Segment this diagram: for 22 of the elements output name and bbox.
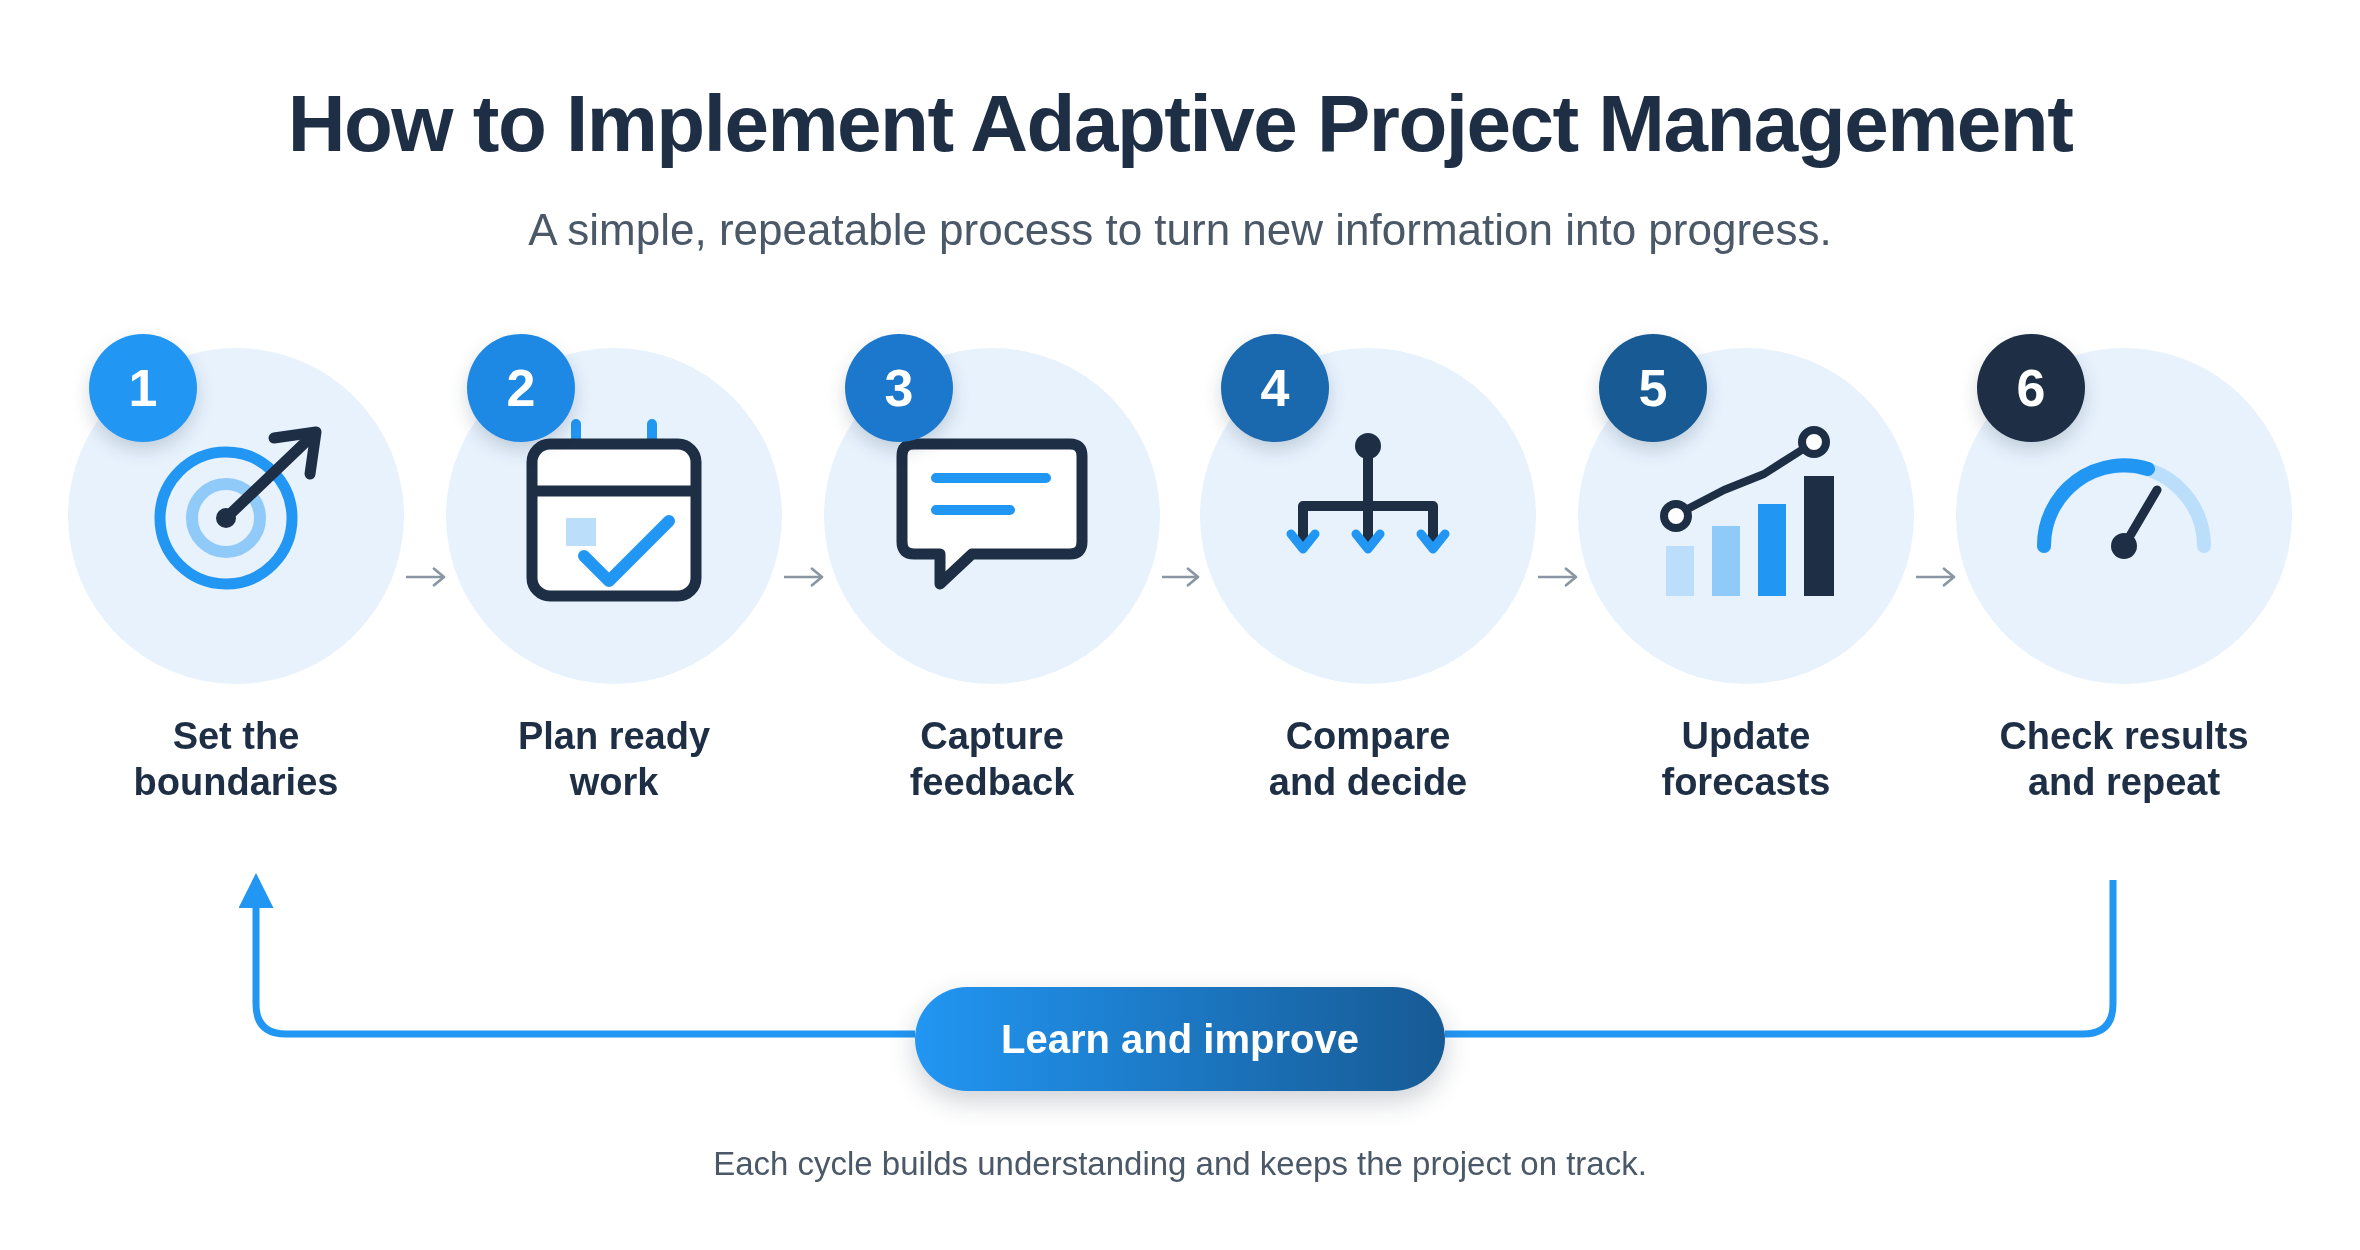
step-number: 1 <box>89 334 197 442</box>
pill-label: Learn and improve <box>915 987 1445 1091</box>
subtitle: A simple, repeatable process to turn new information into progress. <box>527 205 1833 255</box>
step-label: Capture feedback <box>908 714 1076 805</box>
step-number: 4 <box>1221 334 1329 442</box>
arrow <box>1916 567 1956 587</box>
step-label: Check results and repeat <box>1998 714 2250 805</box>
step-number: 6 <box>1977 334 2085 442</box>
arrow <box>1162 567 1200 587</box>
step-label: Compare and decide <box>1267 714 1469 805</box>
caption: Each cycle builds understanding and keeps the project on track. <box>712 1145 1648 1183</box>
step-label: Update forecasts <box>1660 714 1832 805</box>
loop-arrow <box>238 873 915 1038</box>
arrow <box>406 567 446 587</box>
step-number: 5 <box>1599 334 1707 442</box>
step-number: 3 <box>845 334 953 442</box>
step-number: 2 <box>467 334 575 442</box>
arrow <box>1538 567 1578 587</box>
step-label: Plan ready work <box>516 714 712 805</box>
arrow <box>784 567 824 587</box>
title: How to Implement Adaptive Project Management <box>286 78 2074 170</box>
step-label: Set the boundaries <box>132 714 340 805</box>
